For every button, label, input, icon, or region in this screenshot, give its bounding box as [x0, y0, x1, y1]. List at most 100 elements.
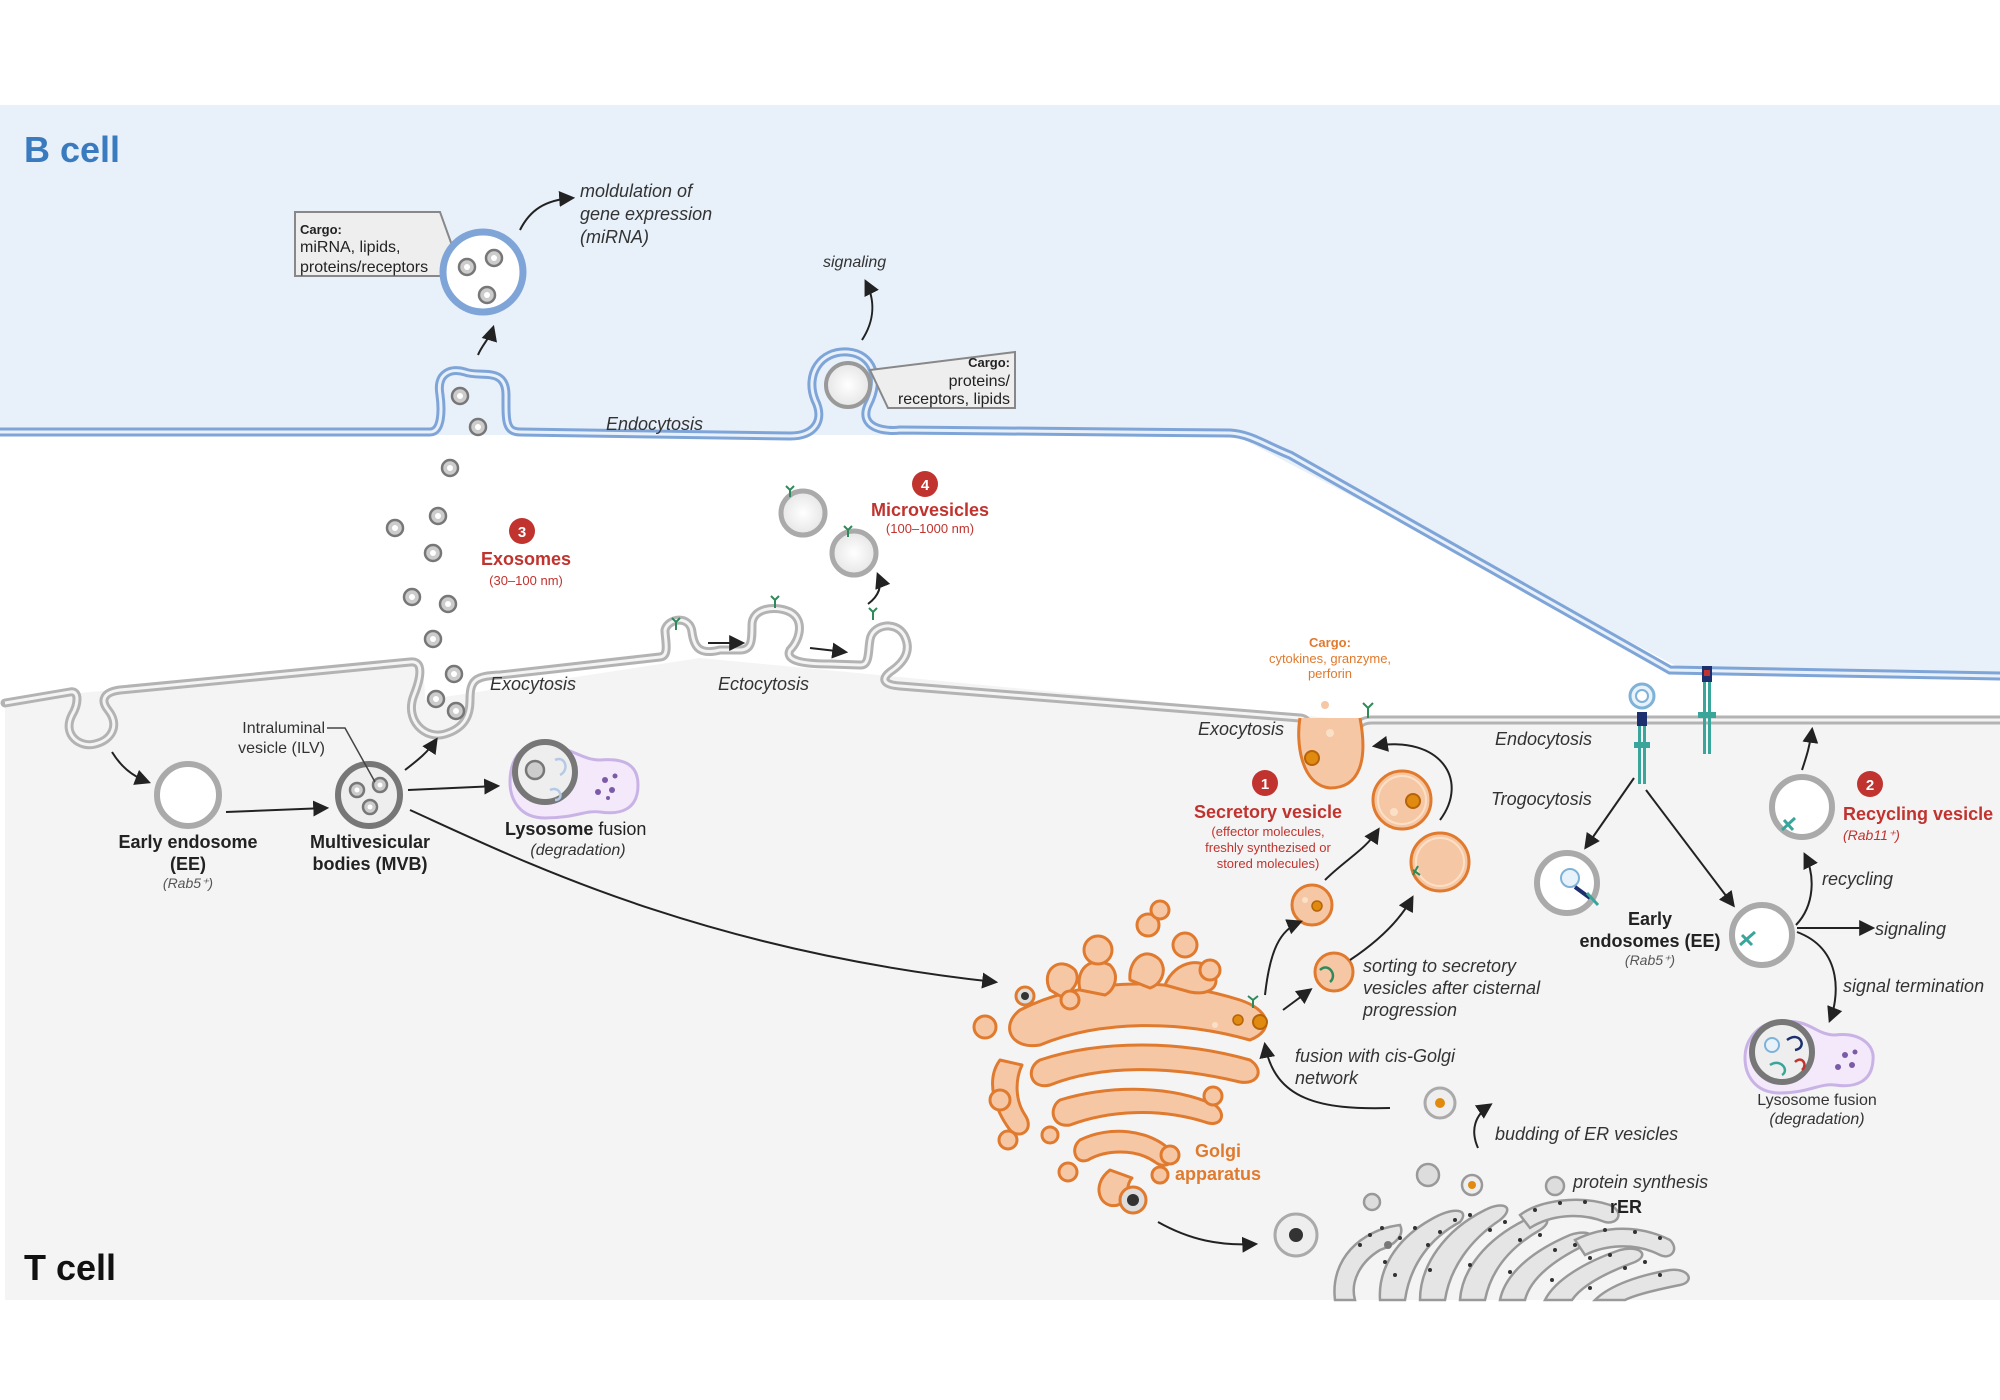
lysosome-left-sub: (degradation) [530, 842, 625, 859]
early-endosome-left [154, 761, 222, 829]
sorting-line-1: sorting to secretory [1363, 956, 1517, 976]
exocytosis-right-label: Exocytosis [1198, 719, 1284, 739]
badge-4 [912, 471, 938, 497]
b-cell-vesicle [439, 228, 527, 316]
ribosomes [1358, 1200, 1662, 1290]
cargo-secretory-line-2: perforin [1308, 666, 1352, 681]
secretory-desc-1: (effector molecules, [1211, 824, 1324, 839]
b-cell-membrane-inner [0, 350, 2000, 678]
recycling-vesicle [1769, 774, 1835, 840]
endocytosis-b-label: Endocytosis [606, 414, 703, 434]
lysosome-right-label: Lysosome fusion [1757, 1092, 1876, 1109]
cargo-secretory-line-1: cytokines, granzyme, [1269, 651, 1391, 666]
sorting-line-2: vesicles after cisternal [1363, 978, 1541, 998]
badge-4-num: 4 [921, 477, 930, 494]
ilv-leader [327, 727, 376, 783]
sorting-line-3: progression [1362, 1000, 1457, 1020]
exosomes-title: Exosomes [481, 549, 571, 569]
arrow-recycling-up [1801, 726, 1819, 771]
early-endosomes-right-1: Early [1628, 909, 1672, 929]
secretory-desc-2: freshly synthezised or [1205, 840, 1331, 855]
protein-synthesis-label: protein synthesis [1572, 1172, 1708, 1192]
arrow-to-top-vesicle [1324, 827, 1380, 881]
cargo-line-left-1: miRNA, lipids, [300, 239, 400, 256]
b-cell-label: B cell [24, 129, 120, 170]
t-cell-label: T cell [24, 1247, 116, 1288]
rer-label: rER [1610, 1197, 1642, 1217]
recycling-label: recycling [1822, 869, 1893, 889]
secretory-fusion-pore [1297, 717, 1365, 790]
cargo-callout-right [868, 350, 1016, 409]
fusion-cis-line-2: network [1295, 1068, 1359, 1088]
exocytosis-left-label: Exocytosis [490, 674, 576, 694]
lysosome-right [1743, 1019, 1875, 1095]
mvb-label-1: Multivesicular [310, 832, 430, 852]
cargo-title-right: Cargo: [968, 355, 1010, 370]
arrow-recycling [1795, 852, 1818, 926]
er-vesicle-small-2 [1544, 1175, 1566, 1197]
arrow-ecto-up [867, 572, 891, 605]
golgi-label-2: apparatus [1175, 1164, 1261, 1184]
modulation-line-2: gene expression [580, 204, 712, 224]
early-endosome-right [1729, 902, 1795, 968]
microvesicle-1 [778, 488, 828, 538]
arrow-ecto-2 [809, 642, 849, 659]
lysosome-left [508, 739, 640, 820]
signaling-t-label: signaling [1875, 919, 1946, 939]
secretory-desc-3: stored molecules) [1217, 856, 1320, 871]
early-endosome-left-label-2: (EE) [170, 854, 206, 874]
arrow-golgi-up [1264, 919, 1303, 996]
arrow-signaling-b [861, 279, 879, 341]
early-endosomes-right-sub: (Rab5⁺) [1625, 952, 1675, 968]
arrow-mvb-golgi [409, 809, 999, 989]
secretory-title: Secretory vesicle [1194, 802, 1342, 822]
badge-3 [509, 518, 535, 544]
arrow-vesicle-up [477, 324, 497, 356]
badge-2-num: 2 [1866, 777, 1874, 794]
badge-1 [1252, 770, 1278, 796]
exosomes-size: (30–100 nm) [489, 573, 563, 588]
lysosome-right-sub: (degradation) [1769, 1111, 1864, 1128]
cargo-secretory-title: Cargo: [1309, 635, 1351, 650]
mvb [335, 761, 403, 829]
arrow-fusion-cis [1259, 1041, 1391, 1110]
microvesicle-receptors [671, 485, 878, 630]
arrow-mvb-lysosome [407, 778, 501, 795]
arrow-mvb-up [404, 737, 438, 771]
early-endosome-left-label-1: Early endosome [118, 832, 257, 852]
trogocytosis-label: Trogocytosis [1491, 789, 1592, 809]
mvb-label-2: bodies (MVB) [313, 854, 428, 874]
microvesicles-title: Microvesicles [871, 500, 989, 520]
secretory-vesicles [1290, 769, 1471, 993]
er-vesicle-small-3 [1362, 1192, 1382, 1212]
arrow-budding [1473, 1103, 1493, 1149]
arrow-to-exocytosis [1371, 735, 1453, 821]
rough-er [1333, 1198, 1690, 1302]
lysosome-left-label: Lysosome fusion [505, 819, 646, 839]
cargo-line-right-2: receptors, lipids [898, 391, 1010, 408]
arrow-ee-to-mvb [225, 800, 330, 817]
golgi-label-1: Golgi [1195, 1141, 1241, 1161]
exosome-particles [385, 458, 466, 721]
arrow-modulation [519, 190, 576, 231]
badge-1-num: 1 [1261, 776, 1269, 793]
modulation-line-1: moldulation of [580, 181, 694, 201]
fusion-cis-line-1: fusion with cis-Golgi [1295, 1046, 1456, 1066]
early-endosomes-right-2: endosomes (EE) [1579, 931, 1720, 951]
arrow-to-early-endosome [111, 751, 151, 785]
endocytosis-right-label: Endocytosis [1495, 729, 1592, 749]
b-cell-signaling-vesicle [824, 361, 872, 409]
early-endosome-left-sub: (Rab5⁺) [163, 875, 213, 891]
arrow-golgi-sort [1282, 988, 1313, 1011]
cargo-title-left: Cargo: [300, 222, 342, 237]
trogocytosis-vesicle [1534, 850, 1600, 916]
ilv-label-2: vesicle (ILV) [238, 740, 325, 757]
er-vesicle-small-1 [1415, 1162, 1441, 1188]
badge-3-num: 3 [518, 524, 526, 541]
cargo-line-left-2: proteins/receptors [300, 259, 428, 276]
budding-label: budding of ER vesicles [1495, 1124, 1678, 1144]
microvesicles-size: (100–1000 nm) [886, 521, 974, 536]
arrow-trogocytosis [1584, 777, 1635, 850]
